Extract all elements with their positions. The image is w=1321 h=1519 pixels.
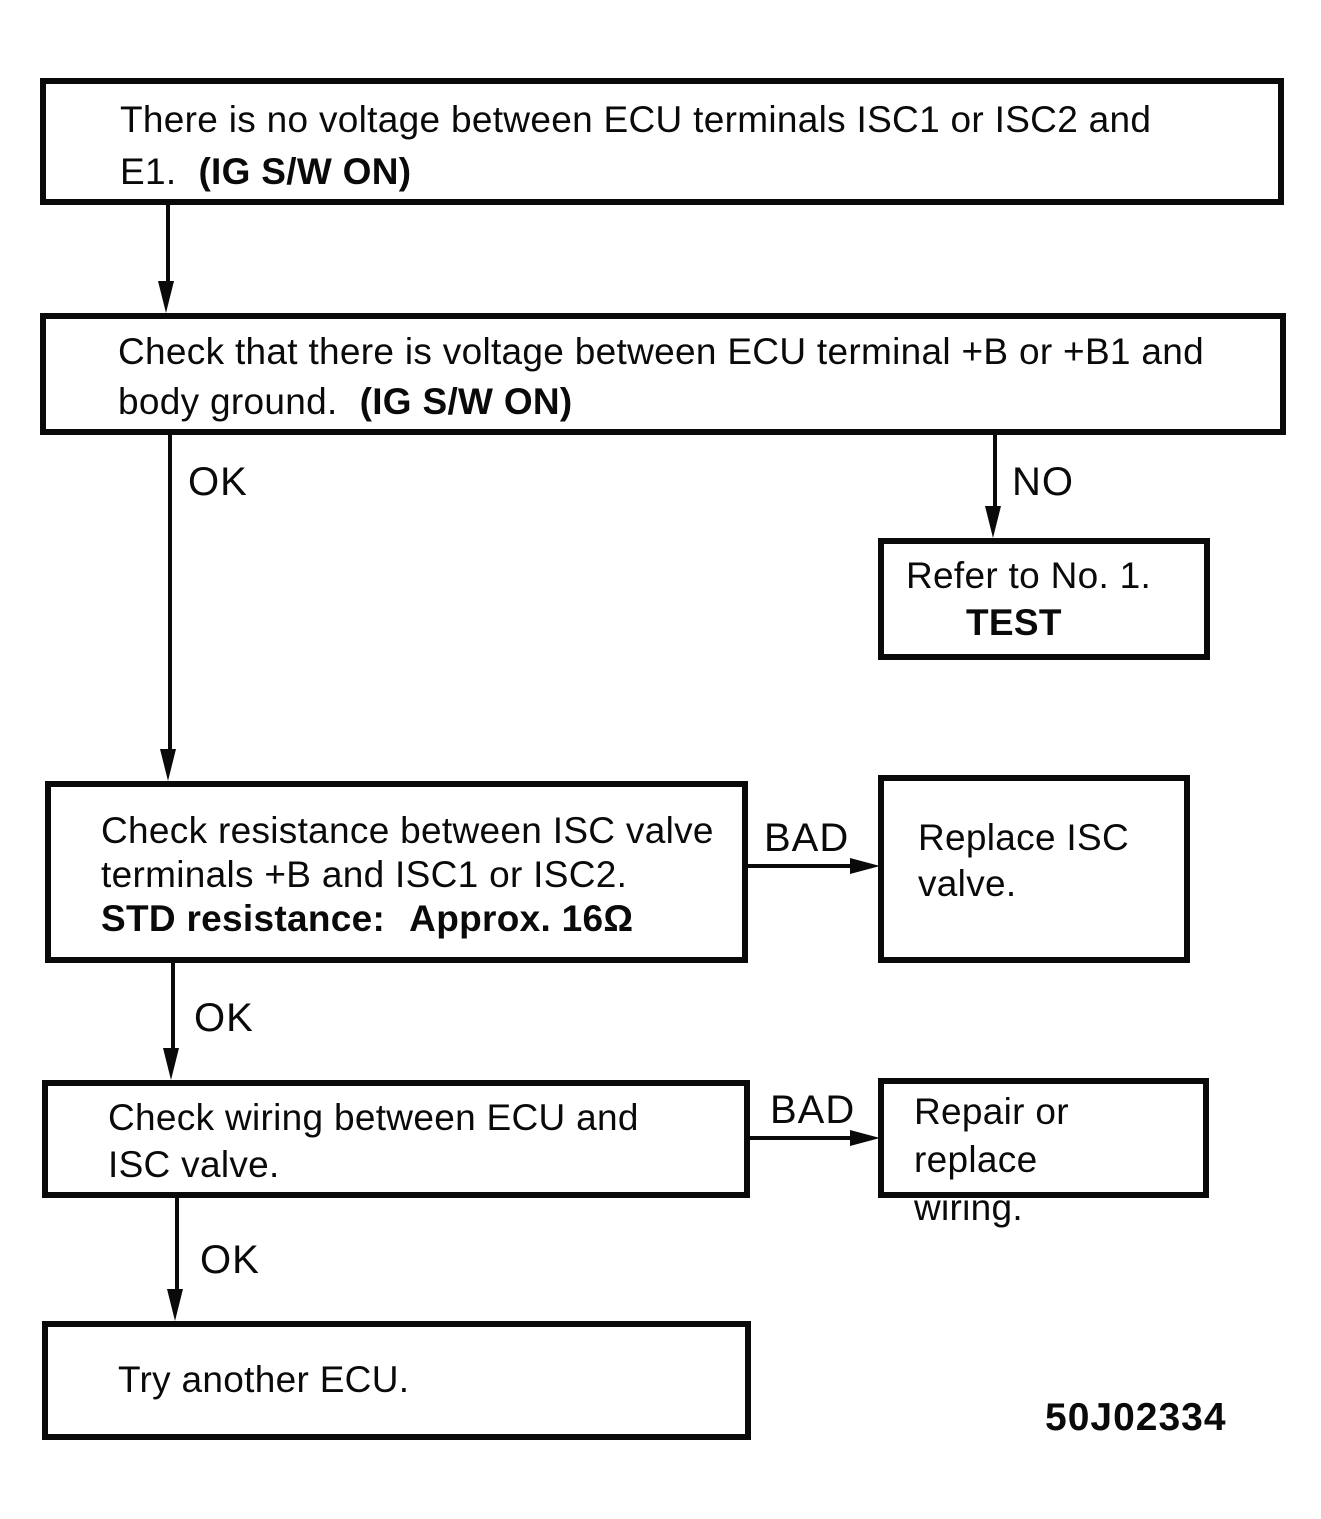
flowchart-node-replace-isc-valve: Replace ISC valve.	[878, 775, 1190, 963]
node-text-condition: (IG S/W ON)	[359, 381, 573, 422]
flowchart-node-check-voltage-b: Check that there is voltage between ECU …	[40, 313, 1286, 435]
flowchart-node-no-voltage-isc: There is no voltage between ECU terminal…	[40, 78, 1284, 205]
arrowhead-down-refer	[985, 506, 1001, 538]
node-text-line: Try another ECU.	[118, 1359, 410, 1400]
connector-line-step1-step2	[166, 205, 170, 283]
connector-line-step3-replace	[748, 864, 852, 868]
node-text-line: wiring.	[914, 1187, 1024, 1228]
node-text-line: E1. (IG S/W ON)	[120, 146, 1268, 198]
flowchart-node-refer-test: Refer to No. 1. TEST	[878, 538, 1210, 660]
flowchart-node-try-another-ecu: Try another ECU.	[42, 1321, 751, 1440]
node-text-line: TEST	[966, 602, 1062, 643]
node-text-line: Refer to No. 1.	[906, 555, 1152, 596]
node-text-line: terminals +B and ISC1 or ISC2.	[101, 854, 628, 895]
edge-label-bad: BAD	[764, 816, 850, 860]
figure-code: 50J02334	[1045, 1396, 1227, 1439]
flowchart-node-check-wiring: Check wiring between ECU and ISC valve.	[42, 1080, 750, 1198]
arrowhead-down-step3	[160, 749, 176, 781]
node-text-prefix: body ground.	[118, 381, 338, 422]
node-text-line: valve.	[918, 863, 1017, 904]
node-text-line: Check resistance between ISC valve	[101, 810, 714, 851]
node-text-line: body ground. (IG S/W ON)	[118, 377, 1270, 427]
node-text-line: STD resistance: Approx. 16Ω	[101, 897, 734, 941]
edge-label-ok: OK	[188, 460, 248, 504]
flowchart-node-repair-wiring: Repair or replace wiring.	[878, 1078, 1209, 1228]
node-text-line: ISC valve.	[108, 1144, 280, 1185]
arrowhead-right-replace	[850, 858, 880, 874]
edge-label-ok: OK	[200, 1238, 260, 1282]
connector-line-step4-repair	[750, 1136, 852, 1140]
flowchart-node-check-resistance: Check resistance between ISC valve termi…	[45, 781, 748, 963]
node-text-line: There is no voltage between ECU terminal…	[120, 99, 1152, 140]
node-text-line: Check wiring between ECU and	[108, 1097, 639, 1138]
connector-line-step3-step4	[171, 963, 175, 1050]
edge-label-no: NO	[1012, 460, 1074, 504]
node-text-prefix: E1.	[120, 151, 177, 192]
edge-label-bad: BAD	[770, 1088, 856, 1132]
edge-label-ok: OK	[194, 996, 254, 1040]
arrowhead-down-step5	[167, 1289, 183, 1321]
arrowhead-right-repair	[850, 1130, 880, 1146]
node-text-line: Replace ISC	[918, 817, 1130, 858]
node-text-line: Repair or replace	[914, 1091, 1069, 1180]
arrowhead-down-step4	[163, 1048, 179, 1080]
node-text-spec-value: Approx. 16Ω	[409, 898, 634, 939]
node-text-condition: (IG S/W ON)	[198, 151, 412, 192]
connector-line-step4-step5	[175, 1198, 179, 1290]
arrowhead-down-step2	[158, 281, 174, 313]
connector-line-step2-step3	[168, 435, 172, 751]
connector-line-step2-refer	[993, 435, 997, 508]
node-text-line: Check that there is voltage between ECU …	[118, 331, 1205, 372]
node-text-spec-label: STD resistance:	[101, 898, 386, 939]
